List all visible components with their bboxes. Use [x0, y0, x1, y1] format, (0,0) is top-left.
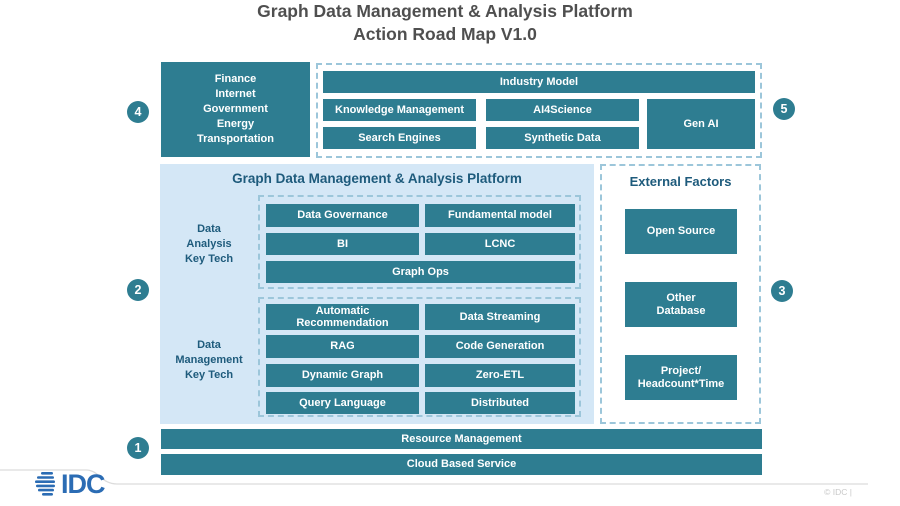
footer-divider	[0, 469, 868, 485]
page-title-line1: Graph Data Management & Analysis Platfor…	[257, 1, 633, 21]
external-factors-container: External Factors Open Source Other Datab…	[600, 164, 761, 424]
box-knowledge-management: Knowledge Management	[323, 99, 476, 121]
idc-logo-text: IDC	[61, 468, 105, 499]
box-data-streaming: Data Streaming	[425, 304, 575, 330]
external-factors-title: External Factors	[629, 174, 732, 189]
box-ai4science: AI4Science	[486, 99, 639, 121]
marker-2: 2	[127, 279, 149, 301]
marker-2-label: 2	[134, 283, 142, 297]
box-zero-etl: Zero-ETL	[425, 364, 575, 387]
box-bi: BI	[266, 233, 419, 255]
marker-3-label: 3	[778, 284, 786, 298]
box-code-generation: Code Generation	[425, 335, 575, 358]
marker-1: 1	[127, 437, 149, 459]
box-distributed: Distributed	[425, 392, 575, 414]
analysis-group: Data Governance Fundamental model BI LCN…	[258, 195, 581, 289]
box-open-source: Open Source	[625, 209, 737, 254]
box-other-database: Other Database	[625, 282, 737, 327]
box-graph-ops: Graph Ops	[266, 261, 575, 283]
box-gen-ai: Gen AI	[647, 99, 755, 149]
marker-4: 4	[127, 101, 149, 123]
box-dynamic-graph: Dynamic Graph	[266, 364, 419, 387]
box-industry-model: Industry Model	[323, 71, 755, 93]
box-project-headcount: Project/ Headcount*Time	[625, 355, 737, 400]
copyright-text: © IDC |	[824, 487, 852, 497]
box-lcnc: LCNC	[425, 233, 575, 255]
page-title-line2: Action Road Map V1.0	[353, 24, 537, 44]
box-fundamental-model: Fundamental model	[425, 204, 575, 227]
box-search-engines: Search Engines	[323, 127, 476, 149]
platform-panel: Graph Data Management & Analysis Platfor…	[160, 164, 594, 424]
marker-4-label: 4	[134, 105, 142, 119]
idc-globe-icon	[35, 472, 55, 496]
page-title: Graph Data Management & Analysis Platfor…	[0, 0, 890, 46]
marker-5-label: 5	[780, 102, 788, 116]
box-rag: RAG	[266, 335, 419, 358]
box-automatic-recommendation: Automatic Recommendation	[266, 304, 419, 330]
box-synthetic-data: Synthetic Data	[486, 127, 639, 149]
idc-logo: IDC	[33, 470, 105, 497]
applications-container: Industry Model Knowledge Management Sear…	[316, 63, 762, 158]
industries-box: Finance Internet Government Energy Trans…	[161, 62, 310, 157]
box-data-governance: Data Governance	[266, 204, 419, 227]
data-analysis-label: Data Analysis Key Tech	[184, 223, 234, 265]
bar-resource-management: Resource Management	[161, 429, 762, 449]
data-management-label: Data Management Key Tech	[175, 339, 243, 381]
marker-3: 3	[771, 280, 793, 302]
marker-5: 5	[773, 98, 795, 120]
bar-cloud-based-service: Cloud Based Service	[161, 454, 762, 475]
marker-1-label: 1	[134, 441, 142, 455]
box-query-language: Query Language	[266, 392, 419, 414]
platform-title: Graph Data Management & Analysis Platfor…	[232, 171, 522, 186]
management-group: Automatic Recommendation Data Streaming …	[258, 297, 581, 417]
